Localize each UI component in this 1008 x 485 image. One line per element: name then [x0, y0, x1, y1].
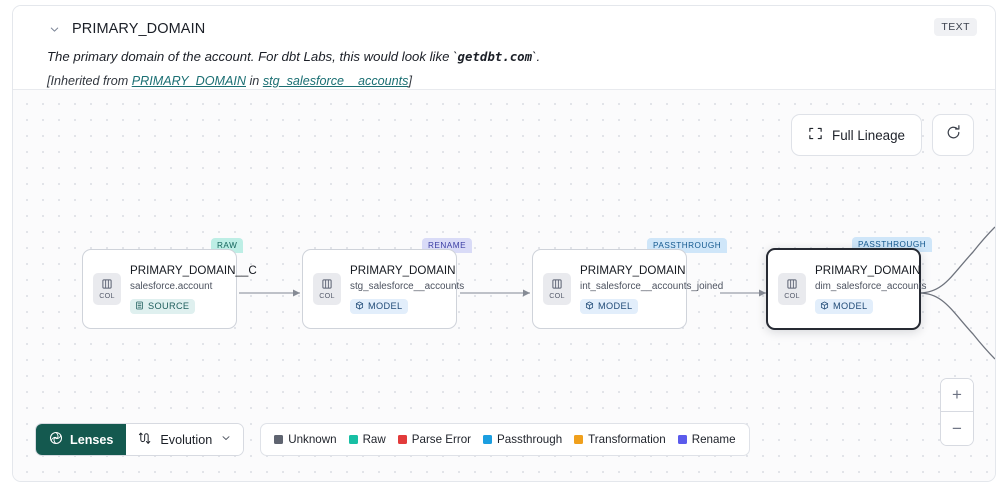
node-column-name: PRIMARY_DOMAIN	[580, 263, 686, 277]
column-type-label: COL	[319, 291, 335, 300]
node-body: PRIMARY_DOMAIN dim_salesforce_accounts M…	[806, 264, 926, 315]
lineage-node-int-salesforce-accounts-joined[interactable]: COL PRIMARY_DOMAIN int_salesforce__accou…	[532, 249, 723, 329]
node-body: PRIMARY_DOMAIN stg_salesforce__accounts …	[341, 264, 464, 315]
lineage-canvas[interactable]: Full Lineage + − RAW	[13, 90, 995, 481]
inherited-from-line: [Inherited from PRIMARY_DOMAIN in stg_sa…	[47, 73, 977, 89]
legend-label: Unknown	[288, 433, 337, 446]
inherited-suffix: ]	[408, 74, 412, 88]
refresh-button[interactable]	[932, 114, 974, 156]
cube-icon	[585, 301, 594, 312]
legend-label: Passthrough	[497, 433, 563, 446]
lenses-label: Lenses	[70, 432, 114, 447]
page-title: PRIMARY_DOMAIN	[72, 21, 206, 37]
edge-out-top	[918, 226, 995, 294]
inherited-prefix: [Inherited from	[47, 74, 132, 88]
column-detail-card: PRIMARY_DOMAIN TEXT The primary domain o…	[12, 5, 996, 482]
legend-item-passthrough: Passthrough	[483, 433, 562, 446]
legend-label: Parse Error	[411, 433, 472, 446]
legend-label: Raw	[362, 433, 386, 446]
inherited-model-link[interactable]: stg_salesforce__accounts	[262, 74, 409, 88]
node-asset-label: MODEL	[833, 301, 868, 311]
column-type-icon: COL	[543, 273, 571, 305]
card-header: PRIMARY_DOMAIN TEXT The primary domain o…	[13, 6, 995, 90]
lineage-node-stg-salesforce-accounts[interactable]: COL PRIMARY_DOMAIN stg_salesforce__accou…	[302, 249, 464, 329]
zoom-in-button[interactable]: +	[941, 379, 973, 412]
database-icon	[135, 301, 144, 312]
legend-label: Rename	[691, 433, 736, 446]
lenses-button[interactable]: Lenses	[36, 424, 127, 455]
evolution-flow-icon	[138, 431, 152, 449]
legend-item-rename: Rename	[677, 433, 736, 446]
full-lineage-label: Full Lineage	[832, 127, 905, 143]
cube-icon	[820, 301, 829, 312]
node-column-name: PRIMARY_DOMAIN__C	[130, 263, 257, 277]
column-description: The primary domain of the account. For d…	[47, 48, 977, 66]
legend-item-parse-error: Parse Error	[397, 433, 472, 446]
column-type-icon: COL	[93, 273, 121, 305]
legend-swatch	[483, 435, 493, 444]
lens-control-group: Lenses Evolution	[35, 423, 245, 456]
lineage-node-salesforce-account[interactable]: COL PRIMARY_DOMAIN__C salesforce.account	[82, 249, 257, 329]
legend-label: Transformation	[588, 433, 666, 446]
lineage-node-dim-salesforce-accounts[interactable]: COL PRIMARY_DOMAIN dim_salesforce_accoun…	[766, 248, 926, 330]
canvas-toolbar: Full Lineage	[791, 114, 974, 156]
column-type-icon: COL	[778, 273, 806, 305]
lineage-legend: Unknown Raw Parse Error Passthrough	[260, 423, 750, 456]
description-code: getdbt.com	[457, 49, 533, 64]
node-table-name: dim_salesforce_accounts	[815, 280, 927, 292]
node-asset-label: MODEL	[368, 301, 403, 311]
status-badge: TEXT	[934, 18, 977, 36]
inherited-mid: in	[246, 74, 263, 88]
full-lineage-button[interactable]: Full Lineage	[791, 114, 922, 156]
evolution-dropdown[interactable]: Evolution	[126, 424, 244, 455]
chevron-down-icon[interactable]	[47, 22, 61, 36]
zoom-out-button[interactable]: −	[941, 412, 973, 445]
column-type-icon: COL	[313, 273, 341, 305]
node-asset-pill: MODEL	[580, 298, 639, 314]
node-asset-pill: SOURCE	[130, 298, 196, 314]
column-type-label: COL	[549, 291, 565, 300]
refresh-icon	[945, 124, 962, 146]
node-asset-pill: MODEL	[815, 298, 874, 314]
lineage-edges	[239, 226, 995, 360]
node-body: PRIMARY_DOMAIN__C salesforce.account SOU…	[121, 264, 257, 315]
node-table-name: salesforce.account	[130, 280, 213, 292]
header-title-row: PRIMARY_DOMAIN	[31, 18, 977, 40]
node-table-name: stg_salesforce__accounts	[350, 280, 465, 292]
chevron-down-icon	[220, 432, 232, 447]
node-table-name: int_salesforce__accounts_joined	[580, 280, 724, 292]
legend-swatch	[397, 435, 407, 444]
legend-swatch	[677, 435, 687, 444]
description-suffix: `.	[532, 49, 541, 64]
node-asset-label: MODEL	[598, 301, 633, 311]
column-type-label: COL	[784, 291, 800, 300]
canvas-bottom-bar: Lenses Evolution	[35, 423, 750, 456]
evolution-label: Evolution	[160, 432, 213, 447]
edge-out-bottom	[918, 292, 995, 360]
zoom-controls: + −	[940, 378, 974, 446]
node-asset-label: SOURCE	[148, 301, 190, 311]
cube-icon	[355, 301, 364, 312]
legend-item-transformation: Transformation	[574, 433, 666, 446]
legend-swatch	[348, 435, 358, 444]
node-asset-pill: MODEL	[350, 298, 409, 314]
expand-corners-icon	[808, 126, 823, 144]
legend-item-raw: Raw	[348, 433, 386, 446]
description-prefix: The primary domain of the account. For d…	[47, 49, 458, 64]
legend-swatch	[574, 435, 584, 444]
node-column-name: PRIMARY_DOMAIN	[815, 263, 921, 277]
lens-aperture-icon	[49, 431, 63, 448]
legend-swatch	[274, 435, 284, 444]
legend-item-unknown: Unknown	[274, 433, 337, 446]
node-column-name: PRIMARY_DOMAIN	[350, 263, 456, 277]
inherited-column-link[interactable]: PRIMARY_DOMAIN	[131, 74, 246, 88]
node-body: PRIMARY_DOMAIN int_salesforce__accounts_…	[571, 264, 723, 315]
column-type-label: COL	[99, 291, 115, 300]
